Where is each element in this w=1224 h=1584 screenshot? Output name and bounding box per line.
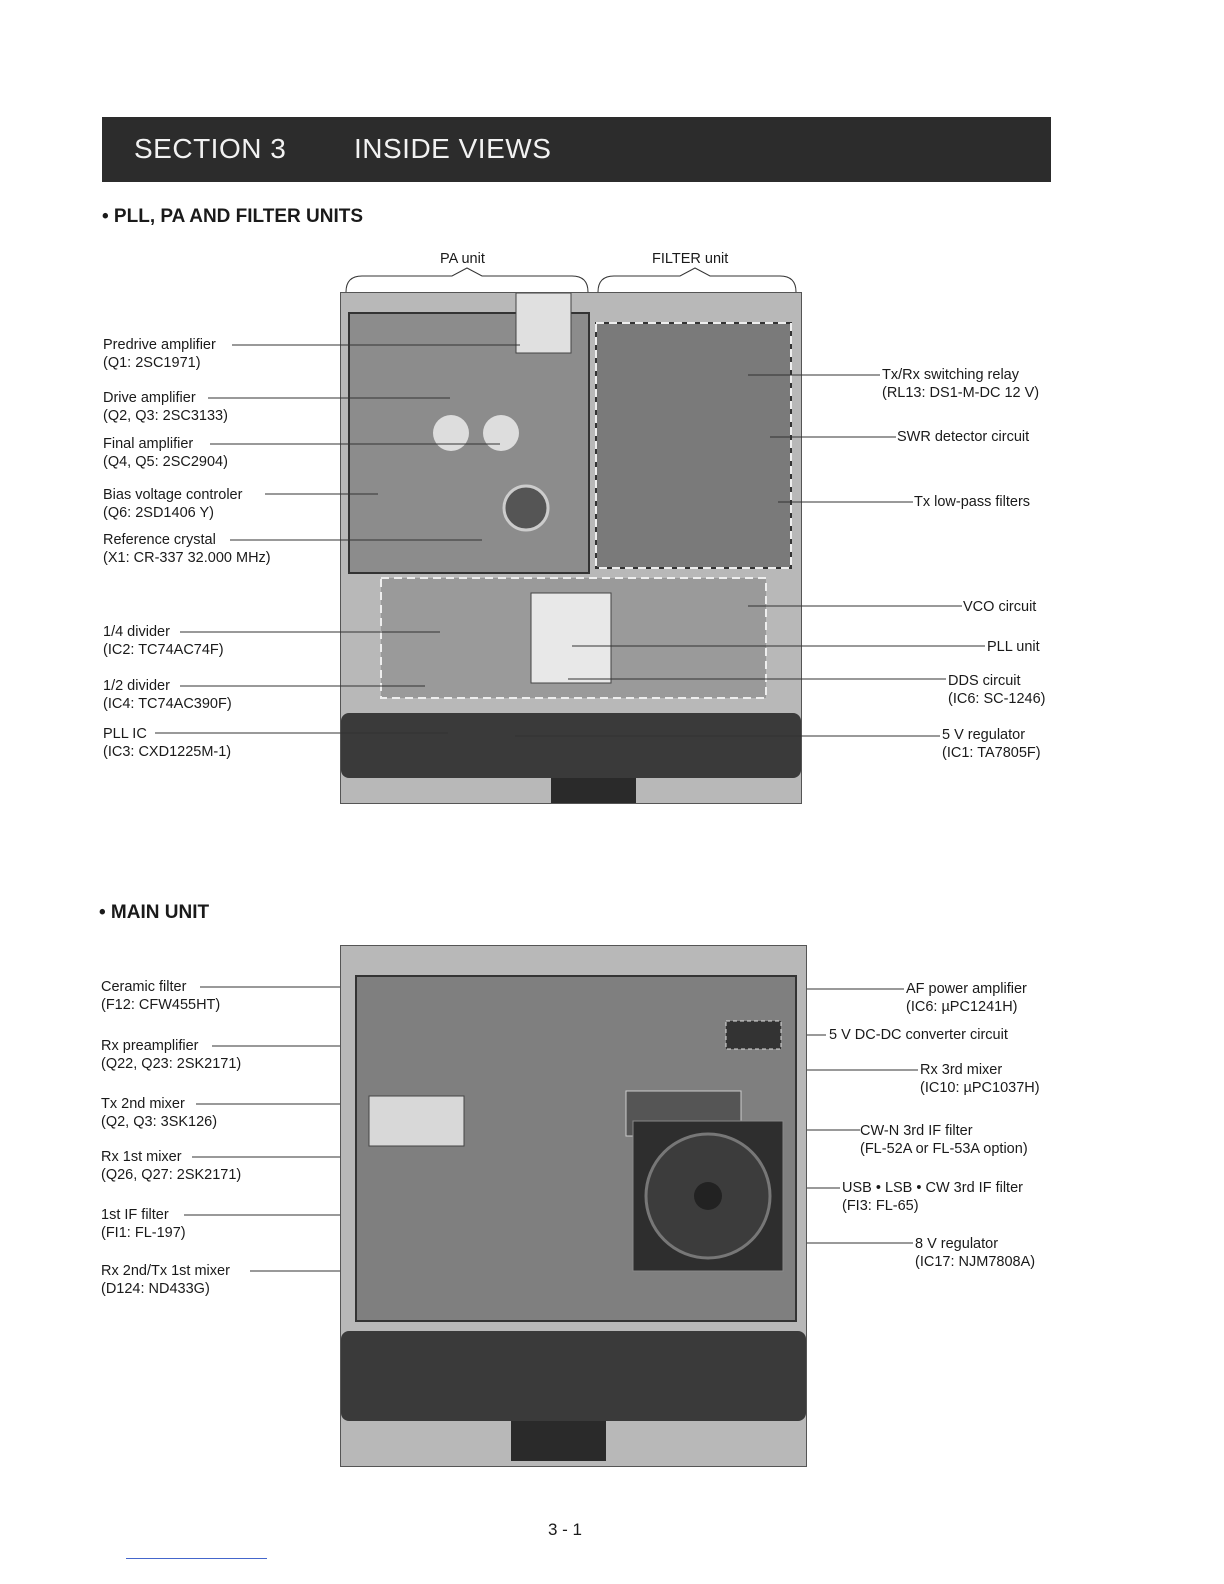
tx-low-pass-filters-label: Tx low-pass filters <box>914 494 1031 510</box>
rx-preamplifier-label: Rx preamplifier(Q22, Q23: 2SK2171) <box>101 1038 242 1072</box>
rx-3rd-mixer-label: Rx 3rd mixer(IC10: µPC1037H) <box>920 1062 1040 1096</box>
tx-rx-relay-label: Tx/Rx switching relay(RL13: DS1-M-DC 12 … <box>882 367 1040 401</box>
section-number: SECTION 3 <box>134 133 287 164</box>
quarter-divider-label: 1/4 divider(IC2: TC74AC74F) <box>103 624 224 658</box>
final-amplifier-label: Final amplifier(Q4, Q5: 2SC2904) <box>103 436 228 470</box>
pa-unit-label: PA unit <box>440 251 485 267</box>
main-section-heading: • MAIN UNIT <box>99 902 210 923</box>
filter-unit-label: FILTER unit <box>652 251 729 267</box>
reference-crystal-label: Reference crystal(X1: CR-337 32.000 MHz) <box>103 532 271 566</box>
tx-2nd-mixer-label: Tx 2nd mixer(Q2, Q3: 3SK126) <box>101 1096 218 1130</box>
pll-pa-filter-photo <box>340 292 802 804</box>
five-volt-regulator-label: 5 V regulator(IC1: TA7805F) <box>942 727 1041 761</box>
pll-ic-label: PLL IC(IC3: CXD1225M-1) <box>103 726 232 760</box>
drive-amplifier-label: Drive amplifier(Q2, Q3: 2SC3133) <box>103 390 228 424</box>
rx-1st-mixer-label: Rx 1st mixer(Q26, Q27: 2SK2171) <box>101 1149 242 1183</box>
eight-volt-regulator-label: 8 V regulator(IC17: NJM7808A) <box>915 1236 1036 1270</box>
cw-n-if-filter-label: CW-N 3rd IF filter(FL-52A or FL-53A opti… <box>860 1123 1028 1157</box>
swr-detector-label: SWR detector circuit <box>897 429 1030 445</box>
pll-photo-art <box>341 292 801 803</box>
page-number: 3 - 1 <box>548 1520 583 1539</box>
pll-unit-label: PLL unit <box>987 639 1040 655</box>
usb-lsb-cw-if-filter-label: USB • LSB • CW 3rd IF filter(FI3: FL-65) <box>842 1180 1023 1214</box>
section-banner: SECTION 3 INSIDE VIEWS <box>102 117 1051 182</box>
footer-rule <box>126 1558 267 1559</box>
pll-section-heading: • PLL, PA AND FILTER UNITS <box>102 206 364 227</box>
first-if-filter-label: 1st IF filter(FI1: FL-197) <box>101 1207 186 1241</box>
main-unit-photo <box>340 945 807 1467</box>
predrive-amplifier-label: Predrive amplifier(Q1: 2SC1971) <box>103 337 216 371</box>
rx2nd-tx1st-mixer-label: Rx 2nd/Tx 1st mixer(D124: ND433G) <box>101 1263 230 1297</box>
bias-voltage-controller-label: Bias voltage controler(Q6: 2SD1406 Y) <box>103 487 243 521</box>
main-photo-art <box>341 975 806 1461</box>
vco-circuit-label: VCO circuit <box>963 599 1037 615</box>
half-divider-label: 1/2 divider(IC4: TC74AC390F) <box>103 678 232 712</box>
ceramic-filter-label: Ceramic filter(F12: CFW455HT) <box>101 979 221 1013</box>
af-power-amplifier-label: AF power amplifier(IC6: µPC1241H) <box>906 981 1027 1015</box>
section-title: INSIDE VIEWS <box>354 133 552 164</box>
dc-dc-converter-label: 5 V DC-DC converter circuit <box>829 1027 1008 1043</box>
dds-circuit-label: DDS circuit(IC6: SC-1246) <box>948 673 1046 707</box>
